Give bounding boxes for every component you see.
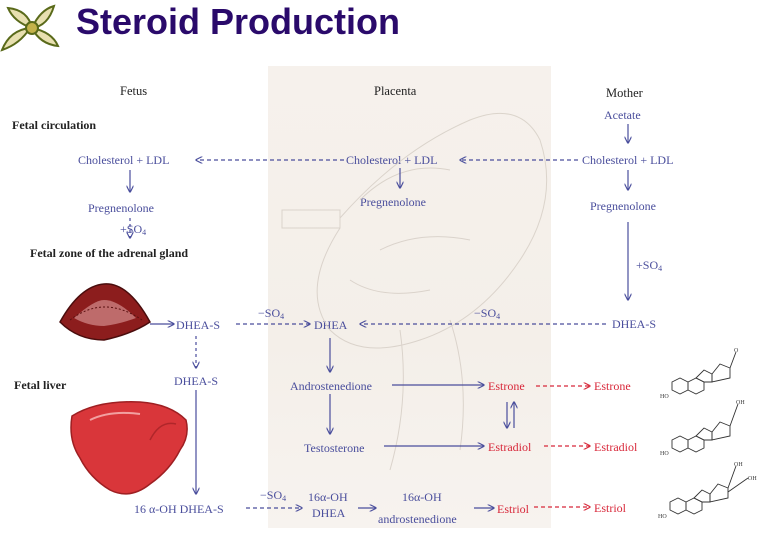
fetus-pregnenolone: Pregnenolone bbox=[88, 201, 154, 215]
flower-logo-icon bbox=[0, 4, 60, 52]
column-header-placenta: Placenta bbox=[374, 84, 417, 98]
mother-pregnenolone: Pregnenolone bbox=[590, 199, 656, 213]
estrone-o-label: O bbox=[734, 348, 739, 354]
label-fetal-zone: Fetal zone of the adrenal gland bbox=[30, 246, 189, 260]
maternal-estrone: Estrone bbox=[594, 379, 631, 393]
estrone-ho-label: HO bbox=[660, 394, 669, 400]
liver-icon bbox=[70, 401, 188, 495]
estriol-oh2-label: OH bbox=[748, 476, 757, 482]
fetus-16oh-dheas: 16 α-OH DHEA-S bbox=[134, 502, 224, 516]
estriol-structure-icon bbox=[669, 465, 749, 515]
maternal-estradiol: Estradiol bbox=[594, 440, 638, 454]
placenta-background bbox=[268, 66, 551, 528]
mother-acetate: Acetate bbox=[604, 108, 641, 122]
column-header-mother: Mother bbox=[606, 86, 643, 100]
label-fetal-circulation: Fetal circulation bbox=[12, 118, 97, 132]
placenta-16oh-dhea-line1: 16α-OH bbox=[308, 490, 348, 504]
placenta-testosterone: Testosterone bbox=[304, 441, 365, 455]
fetus-cholesterol: Cholesterol + LDL bbox=[78, 153, 170, 167]
fetus-so4: +SO4 bbox=[120, 222, 147, 237]
placenta-cholesterol: Cholesterol + LDL bbox=[346, 153, 438, 167]
estriol-oh-label: OH bbox=[734, 462, 743, 468]
fetus-dheas-liver: DHEA-S bbox=[174, 374, 218, 388]
minus-so4-right: −SO4 bbox=[474, 306, 501, 321]
mother-dheas: DHEA-S bbox=[612, 317, 656, 331]
label-fetal-liver: Fetal liver bbox=[14, 378, 67, 392]
minus-so4-bottom: −SO4 bbox=[260, 488, 287, 503]
mother-cholesterol: Cholesterol + LDL bbox=[582, 153, 674, 167]
placenta-estriol: Estriol bbox=[497, 502, 529, 516]
estradiol-structure-icon bbox=[671, 403, 739, 453]
placenta-16oh-andro-line2: androstenedione bbox=[378, 512, 457, 526]
placenta-pregnenolone: Pregnenolone bbox=[360, 195, 426, 209]
placenta-estradiol: Estradiol bbox=[488, 440, 532, 454]
fetus-dheas: DHEA-S bbox=[176, 318, 220, 332]
minus-so4-left: −SO4 bbox=[258, 306, 285, 321]
placenta-sketch bbox=[281, 112, 548, 471]
placenta-androstenedione: Androstenedione bbox=[290, 379, 372, 393]
page-title: Steroid Production bbox=[76, 1, 400, 42]
placenta-estrone: Estrone bbox=[488, 379, 525, 393]
estrone-structure-icon bbox=[671, 351, 737, 395]
mother-so4: +SO4 bbox=[636, 258, 663, 273]
estradiol-oh-label: OH bbox=[736, 400, 745, 406]
estriol-ho-label: HO bbox=[658, 514, 667, 520]
placenta-16oh-andro-line1: 16α-OH bbox=[402, 490, 442, 504]
placenta-16oh-dhea-line2: DHEA bbox=[312, 506, 346, 520]
placenta-dhea: DHEA bbox=[314, 318, 348, 332]
estradiol-ho-label: HO bbox=[660, 451, 669, 457]
adrenal-gland-icon bbox=[59, 283, 151, 341]
maternal-estriol: Estriol bbox=[594, 501, 626, 515]
column-header-fetus: Fetus bbox=[120, 84, 148, 98]
